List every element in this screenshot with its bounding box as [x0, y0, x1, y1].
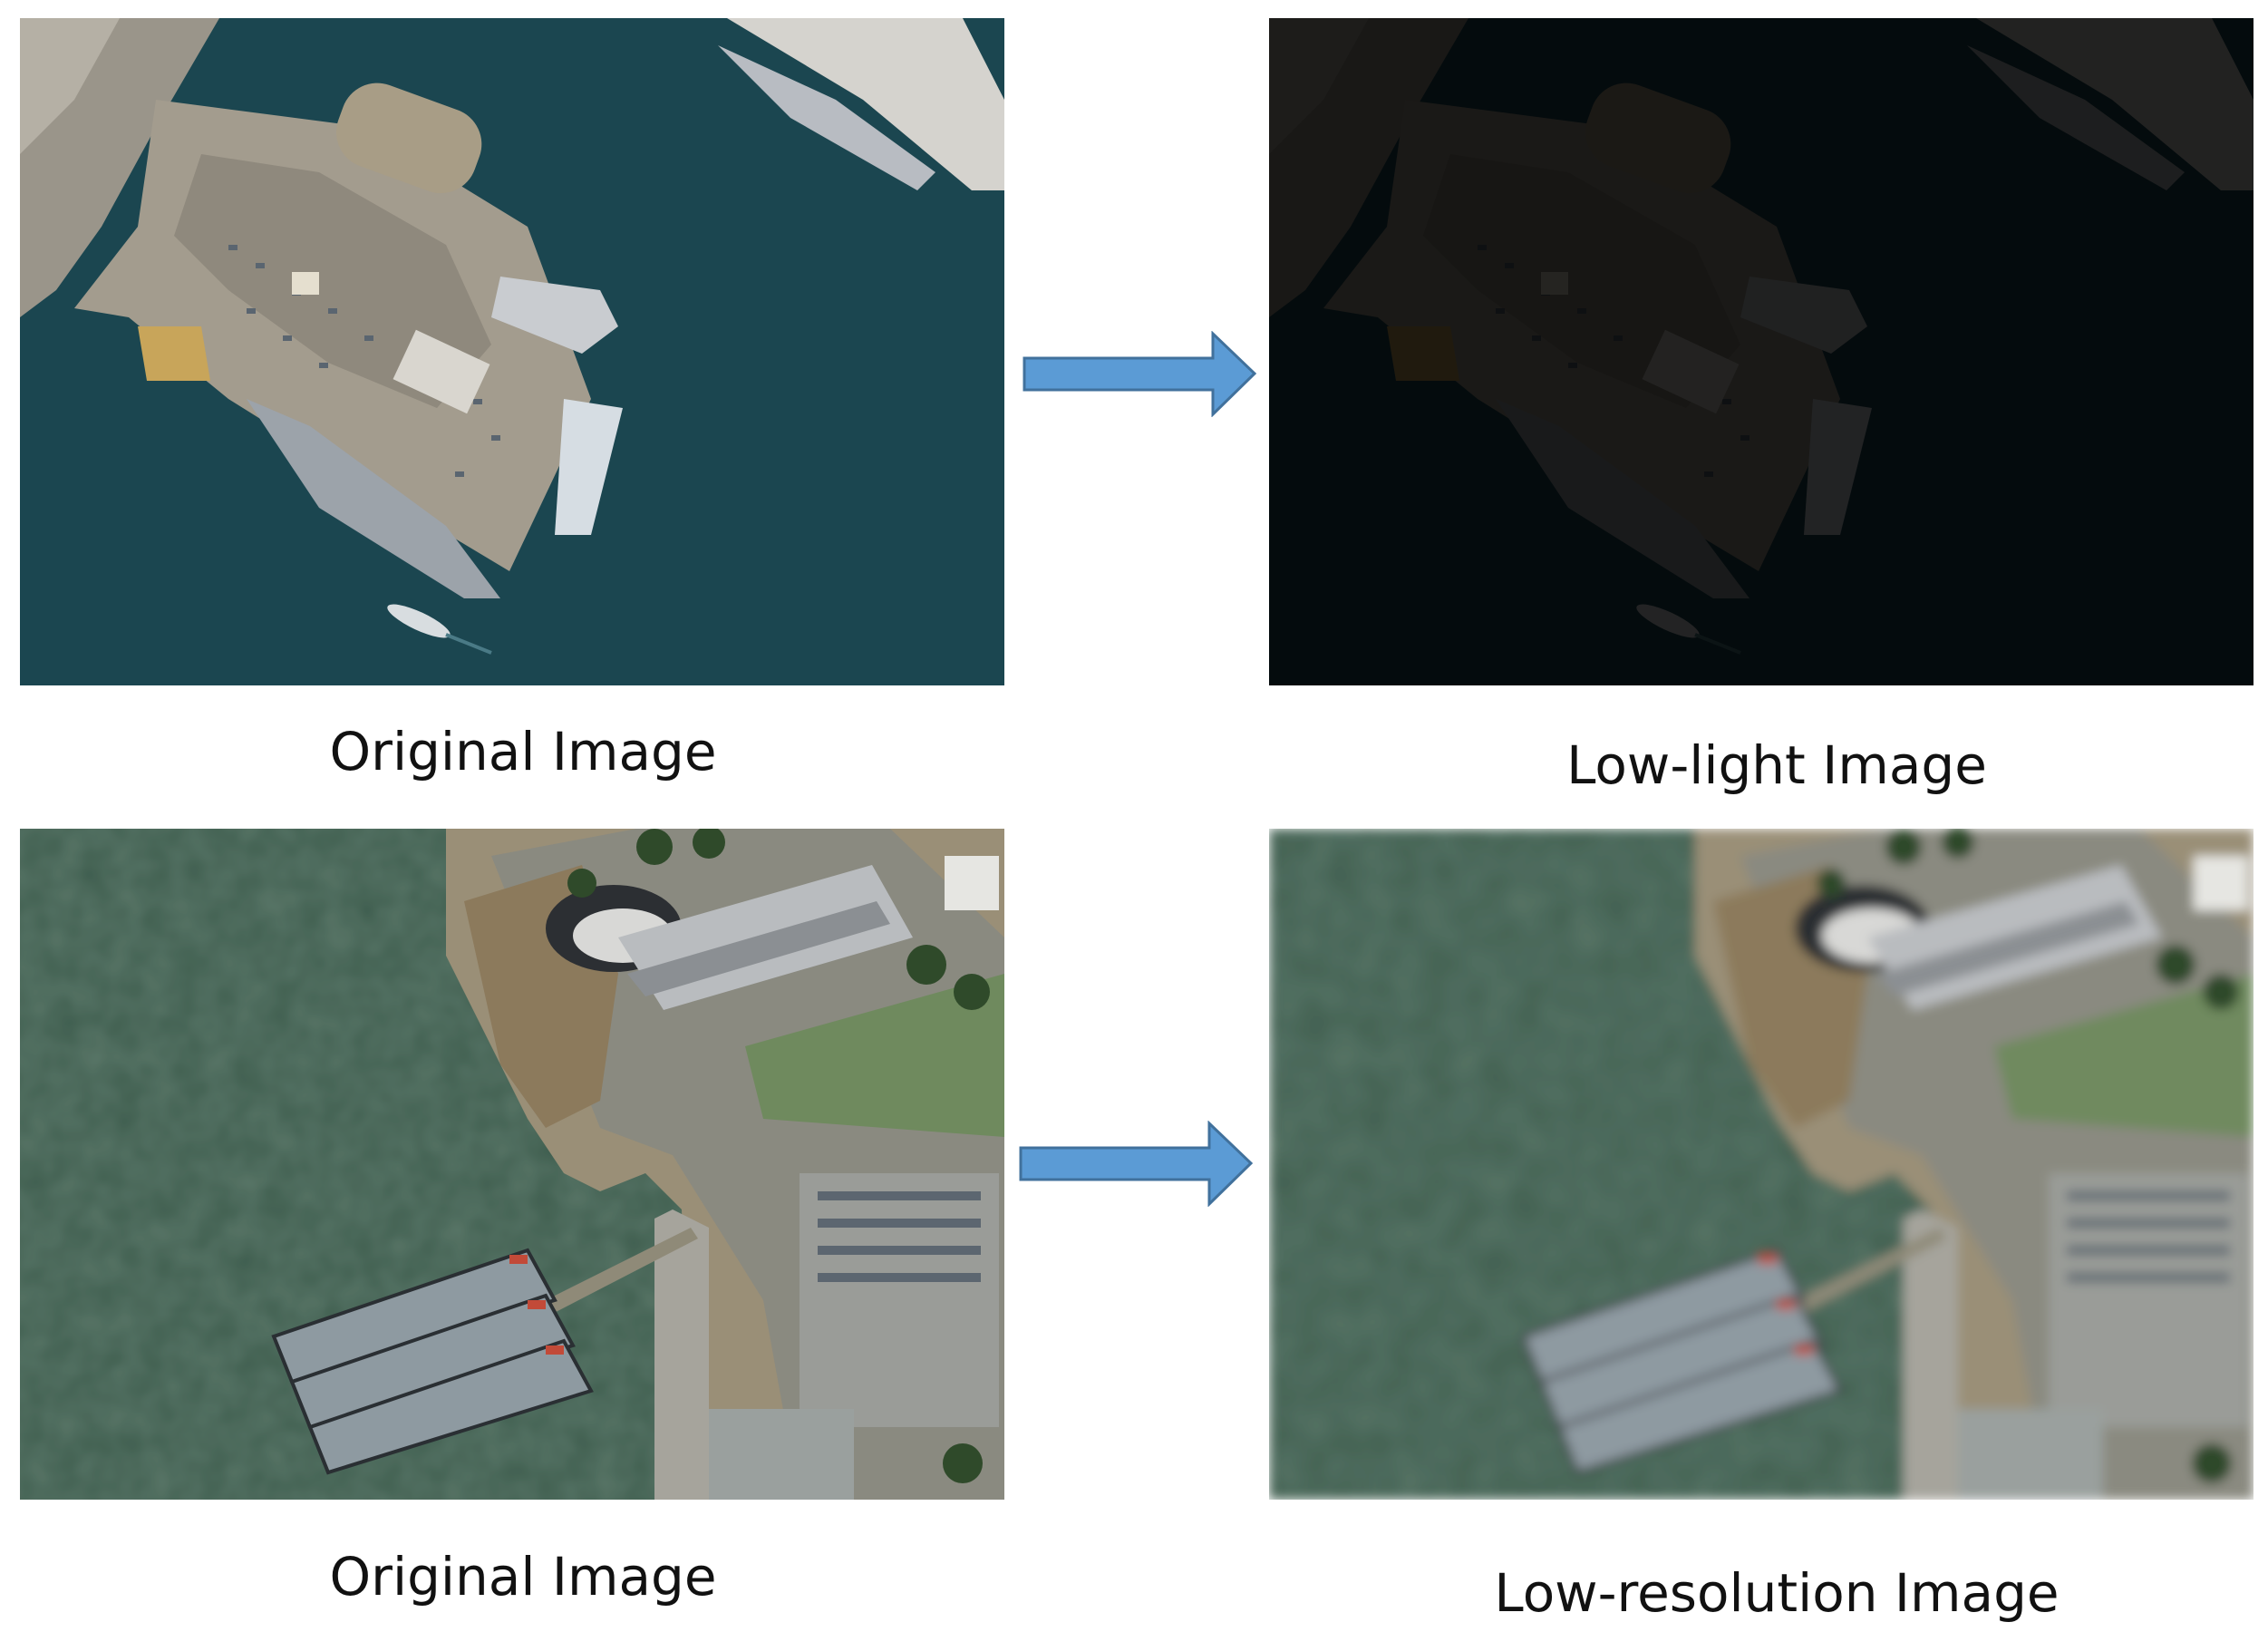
- harbor-aerial-scene: [20, 18, 1004, 685]
- caption-low-light-image: Low-light Image: [1566, 734, 1987, 796]
- right-arrow-icon: [1023, 331, 1258, 417]
- right-arrow-icon: [1019, 1121, 1255, 1207]
- original-harbor-image: [20, 18, 1004, 685]
- low-light-harbor-image: [1269, 18, 2253, 685]
- caption-low-resolution-image: Low-resolution Image: [1494, 1562, 2060, 1624]
- port-aerial-scene-blurred: [1269, 829, 2253, 1500]
- original-port-image: [20, 829, 1004, 1500]
- low-resolution-port-image: [1269, 829, 2253, 1500]
- port-aerial-scene: [20, 829, 1004, 1500]
- harbor-aerial-scene-dark: [1269, 18, 2253, 685]
- caption-original-image-top: Original Image: [329, 721, 717, 782]
- caption-original-image-bottom: Original Image: [329, 1546, 717, 1608]
